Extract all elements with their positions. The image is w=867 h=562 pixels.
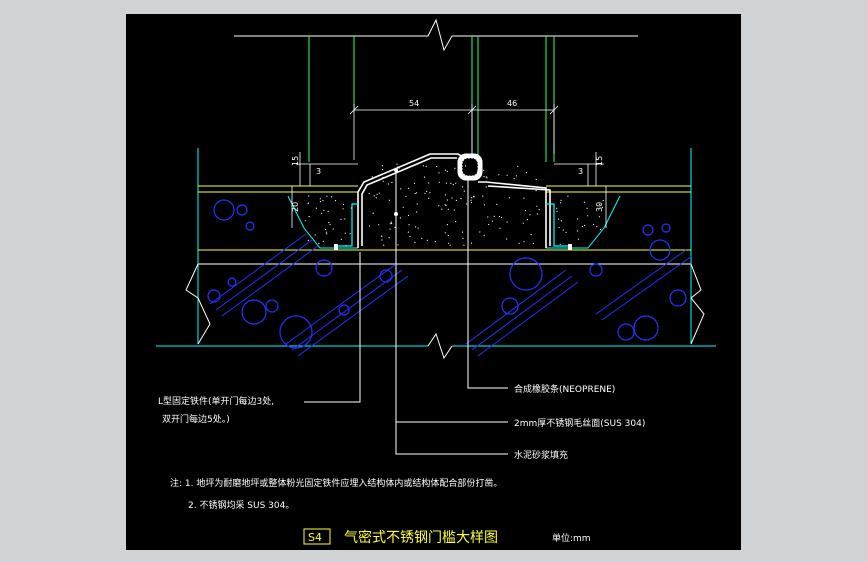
- dimension-46: 46: [507, 99, 517, 108]
- title-unit: 单位:mm: [552, 532, 591, 544]
- dimension-54: 54: [409, 99, 419, 108]
- dimension-15-left: 15: [291, 156, 300, 166]
- note-line-2: 2. 不锈钢均采 SUS 304。: [188, 499, 294, 511]
- l-bracket-callout-2: 双开门每边5处。): [162, 413, 230, 425]
- aggregate-circles: [207, 199, 687, 349]
- mortar-fill-texture: [304, 163, 604, 247]
- slab-outline: [185, 263, 705, 360]
- dimension-3-left: 3: [316, 167, 321, 176]
- slab-hatch: [209, 233, 693, 357]
- door-frame-lines: [308, 36, 555, 162]
- neoprene-callout: 合成橡胶条(NEOPRENE): [514, 383, 615, 395]
- stainless-face-callout: 2mm厚不锈钢毛丝面(SUS 304): [514, 417, 645, 429]
- mortar-fill-callout: 水泥砂浆填充: [514, 449, 568, 461]
- small-dimension-lines: [291, 152, 607, 228]
- threshold-detail-drawing: 54 46: [156, 18, 716, 546]
- title-code: S4: [308, 531, 322, 544]
- dimension-15-right: 15: [595, 156, 604, 166]
- recess-outline: [287, 195, 621, 249]
- stainless-threshold: [357, 153, 551, 248]
- dimension-30-right: 30: [595, 202, 604, 212]
- drawing-title-block: S4 气密式不锈钢门槛大样图 单位:mm: [303, 528, 591, 546]
- l-bracket-callout-1: L型固定铁件(单开门每边3处,: [158, 395, 274, 407]
- top-dimension-lines: [349, 104, 559, 160]
- leader-lines: [304, 168, 508, 455]
- neoprene-seal: [457, 153, 483, 181]
- dimension-20-left: 20: [291, 202, 300, 212]
- title-name: 气密式不锈钢门槛大样图: [344, 529, 498, 546]
- l-bracket: [334, 203, 572, 250]
- note-line-1: 注: 1. 地坪为耐磨地坪或整体粉光固定铁件应埋入结构体内或结构体配合部份打凿。: [170, 477, 502, 489]
- top-break-line: [234, 18, 638, 52]
- floor-finish-lines: [198, 185, 691, 251]
- grid-lines: [156, 148, 716, 347]
- drawing-sheet: 54 46: [126, 14, 741, 550]
- dimension-3-right: 3: [578, 167, 583, 176]
